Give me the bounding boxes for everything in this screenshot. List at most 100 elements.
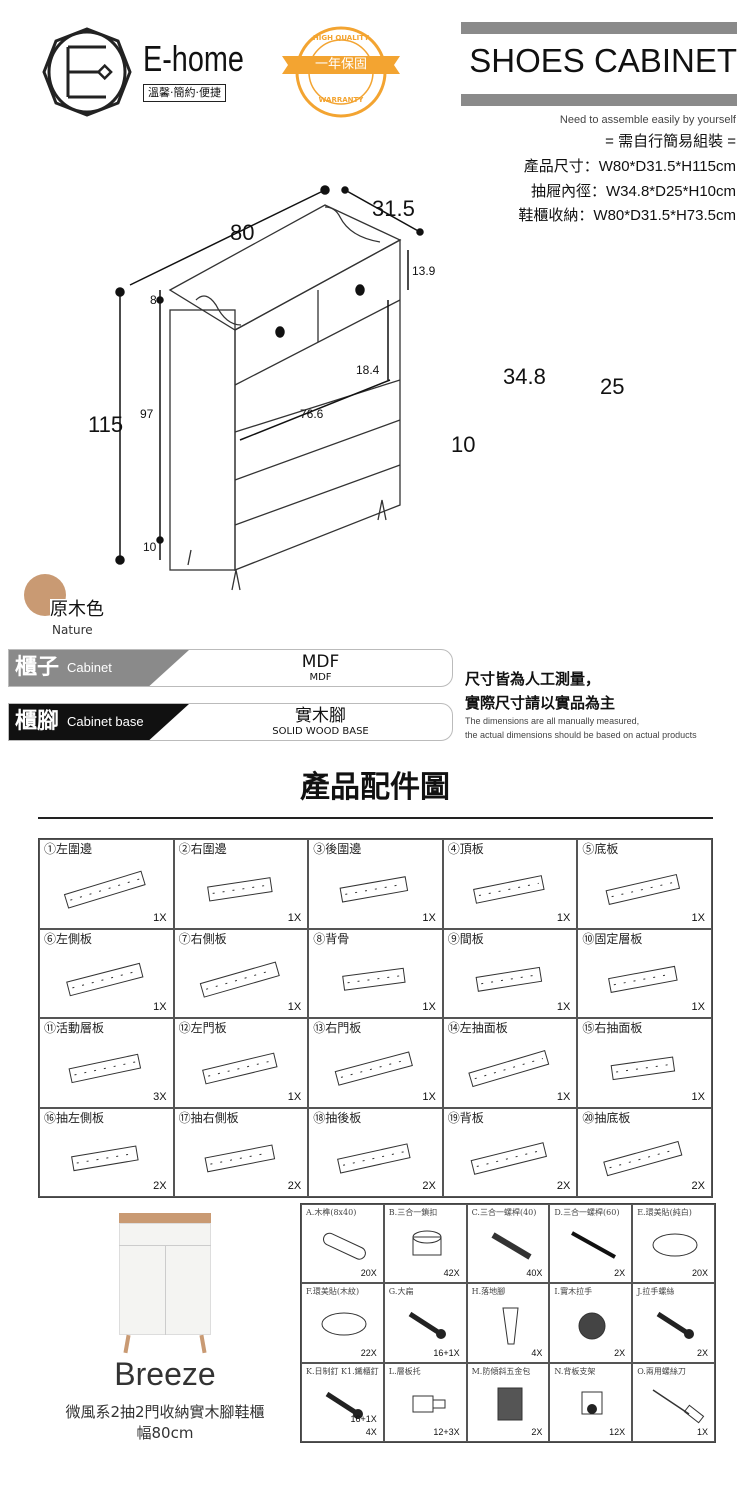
part-qty: 1X [287, 911, 302, 924]
title-bar-bottom [461, 94, 737, 106]
product-desc: 微風系2抽2門收納實木腳鞋櫃 [65, 1403, 265, 1421]
part-drawing-icon [66, 962, 144, 996]
badge-ring-top: HIGH QUALITY [312, 34, 370, 42]
assemble-en: Need to assemble easily by yourself [559, 114, 736, 126]
part-label: ⑳抽底板 [582, 1110, 631, 1125]
part-label: ⑩固定層板 [582, 931, 643, 946]
part-drawing-icon [611, 1056, 676, 1081]
note-en-1: The dimensions are all manually measured… [465, 716, 640, 726]
part-label: ⑮右抽面板 [582, 1021, 643, 1035]
part-label: ⑰抽右側板 [178, 1110, 239, 1125]
hardware-qty: 22X [360, 1347, 377, 1358]
part-qty: 2X [153, 1180, 167, 1193]
dim-drawer-inner-height: 10 [451, 432, 476, 457]
part-label: ⑧背骨 [313, 931, 350, 946]
hardware-label: A.木榫(8x40) [306, 1208, 357, 1217]
part-cell: ⑲背板 2X [442, 1107, 578, 1197]
brand-tagline: 溫馨·簡約·便捷 [143, 84, 226, 102]
parts-title: 產品配件圖 [300, 770, 450, 805]
cover-cap-icon [652, 1233, 698, 1257]
product-photo [115, 1213, 215, 1354]
hardware-qty-2: 4X [365, 1427, 377, 1437]
color-name-en: Nature [52, 623, 93, 637]
part-qty: 1X [287, 1090, 302, 1103]
part-drawing-icon [603, 1140, 683, 1176]
spec-storage: 鞋櫃收納：W80*D31.5*H73.5cm [518, 207, 736, 224]
dowel-icon [322, 1232, 366, 1260]
part-label: ⑲背板 [447, 1110, 484, 1125]
part-drawing-icon [468, 1050, 550, 1088]
part-qty: 1X [691, 1001, 705, 1014]
hardware-label: K.日制釘 K1.鐵櫃釘 [306, 1366, 379, 1376]
part-qty: 1X [422, 1001, 436, 1014]
note-zh-2: 實際尺寸請以實品為主 [465, 694, 616, 712]
part-qty: 2X [556, 1180, 571, 1193]
badge-ring-bottom: WARRANTY [318, 96, 364, 104]
hardware-label: L.層板托 [388, 1366, 421, 1376]
hardware-cell: F.環美貼(木紋) 22X [301, 1283, 384, 1363]
hardware-qty: 2X [696, 1347, 708, 1358]
material-sub: SOLID WOOD BASE [272, 726, 369, 737]
part-drawing-icon [342, 967, 406, 991]
hardware-qty: 1X [696, 1427, 708, 1437]
dim-depth: 31.5 [372, 196, 415, 221]
part-drawing-icon [199, 960, 280, 998]
hardware-qty: 2X [614, 1268, 626, 1279]
material-sub: MDF [309, 672, 332, 683]
part-qty: 1X [153, 1001, 167, 1014]
part-qty: 1X [422, 911, 436, 924]
hardware-label: M.防傾斜五金包 [471, 1366, 531, 1376]
hardware-cell: L.層板托 12+3X [383, 1362, 467, 1442]
dim-leg-height: 10 [143, 540, 157, 554]
screw-icon [325, 1391, 363, 1419]
hardware-qty: 12+3X [433, 1427, 460, 1437]
color-name: 原木色 [50, 599, 104, 620]
part-label: ⑱抽後板 [313, 1110, 362, 1125]
part-drawing-icon [608, 965, 679, 993]
cabinet-diagram [115, 185, 424, 591]
hardware-qty: 20X [691, 1268, 708, 1279]
material-label-en: Cabinet [67, 659, 112, 675]
part-drawing-icon [68, 1053, 142, 1084]
part-qty: 1X [556, 911, 571, 924]
part-drawing-icon [206, 877, 273, 902]
hardware-qty: 12X [609, 1427, 626, 1437]
product-name: Breeze [114, 1356, 216, 1392]
part-cell: ②右圍邊 1X [173, 839, 309, 929]
dim-top-rail: 8 [150, 293, 157, 307]
part-qty: 1X [556, 1090, 571, 1103]
part-qty: 2X [691, 1180, 705, 1193]
brand-logo: E-home 溫馨·簡約·便捷 [40, 25, 260, 117]
part-qty: 1X [691, 911, 705, 924]
part-cell: ⑳抽底板 2X [577, 1107, 712, 1197]
hardware-cell: D.三合一螺桿(60)2X [549, 1204, 633, 1284]
hardware-label: F.環美貼(木紋) [306, 1287, 360, 1297]
knob-icon [578, 1312, 606, 1340]
dim-drawer-height: 13.9 [412, 264, 436, 278]
part-qty: 1X [287, 1001, 302, 1014]
hardware-label: I.實木拉手 [554, 1287, 593, 1297]
cam-bolt-icon [491, 1232, 532, 1260]
hardware-cell: I.實木拉手 2X [549, 1283, 633, 1363]
bracket-icon [581, 1391, 603, 1415]
hardware-qty: 2X [614, 1347, 626, 1358]
screwdriver-icon [652, 1389, 705, 1424]
hardware-label: H.落地腳 [471, 1287, 506, 1297]
part-label: ②右圍邊 [178, 842, 227, 856]
dim-drawer-depth: 25 [600, 374, 625, 399]
hardware-cell: A.木榫(8x40)20X [301, 1204, 384, 1284]
part-label: ③後圍邊 [313, 842, 362, 856]
part-drawing-icon [605, 873, 681, 905]
